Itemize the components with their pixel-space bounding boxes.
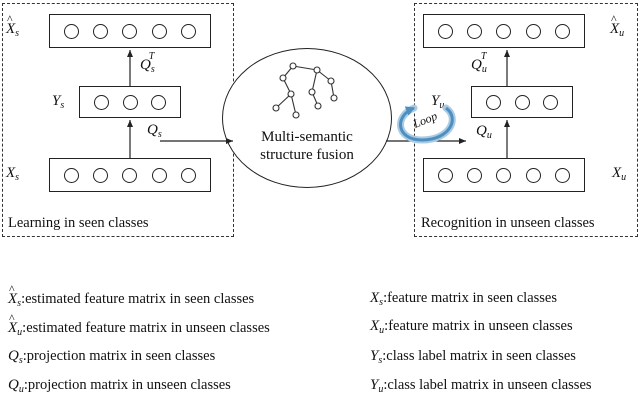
node (122, 94, 138, 110)
legend-xs-text: :feature matrix in seen classes (383, 290, 558, 306)
feature-layer-unseen (423, 158, 585, 192)
legend-ys-text: :class label matrix in seen classes (382, 348, 576, 364)
xu-hat-label: Xu (610, 13, 624, 39)
legend-xu: Xu:feature matrix in unseen classes (370, 318, 573, 336)
legend-xs-hat-text: :estimated feature matrix in seen classe… (21, 291, 255, 307)
estimated-feature-layer-seen (49, 14, 211, 48)
class-label-layer-seen (79, 86, 181, 118)
xs-hat-label: Xs (6, 13, 19, 39)
node (496, 23, 512, 39)
class-label-layer-unseen (471, 86, 573, 118)
ys-label: Ys (52, 93, 65, 111)
xu-label: Xu (612, 165, 627, 183)
legend-qu: Qu:projection matrix in unseen classes (8, 377, 231, 395)
loop-label: Loop (410, 109, 439, 132)
node (467, 23, 483, 39)
node (64, 23, 80, 39)
node (122, 167, 138, 183)
node (525, 167, 541, 183)
feature-layer-seen (49, 158, 211, 192)
node (93, 94, 109, 110)
node (438, 23, 454, 39)
node (496, 167, 512, 183)
qu-label: Qu (476, 123, 492, 141)
node (525, 23, 541, 39)
node (64, 167, 80, 183)
legend-qu-text: :projection matrix in unseen classes (23, 377, 231, 393)
node (485, 94, 501, 110)
node (467, 167, 483, 183)
node (151, 23, 167, 39)
xs-label: Xs (6, 165, 20, 183)
yu-label: Yu (431, 93, 445, 111)
seen-panel-caption: Learning in seen classes (8, 215, 149, 231)
qs-label: Qs (147, 122, 162, 140)
node (514, 94, 530, 110)
qs-transpose-label: QsT (140, 51, 155, 75)
node (180, 167, 196, 183)
legend-xs-hat: Xs:estimated feature matrix in seen clas… (8, 283, 255, 309)
fusion-label: Multi-semantic structure fusion (222, 128, 392, 164)
qu-transpose-label: QuT (471, 51, 487, 75)
legend-xu-hat: Xu:estimated feature matrix in unseen cl… (8, 312, 270, 338)
node (438, 167, 454, 183)
legend-qs-text: :projection matrix in seen classes (22, 348, 216, 364)
node (151, 167, 167, 183)
node (543, 94, 559, 110)
legend-xu-hat-text: :estimated feature matrix in unseen clas… (22, 320, 270, 336)
node (93, 167, 109, 183)
node (554, 23, 570, 39)
unseen-classes-panel (414, 3, 638, 237)
unseen-panel-caption: Recognition in unseen classes (421, 215, 595, 231)
node (151, 94, 167, 110)
legend-yu: Yu:class label matrix in unseen classes (370, 377, 592, 395)
fusion-ellipse (222, 48, 392, 188)
legend-qs: Qs:projection matrix in seen classes (8, 348, 216, 366)
estimated-feature-layer-unseen (423, 14, 585, 48)
node (180, 23, 196, 39)
legend-xs: Xs:feature matrix in seen classes (370, 290, 558, 308)
node (554, 167, 570, 183)
fusion-line2: structure fusion (260, 147, 354, 163)
legend-yu-text: :class label matrix in unseen classes (383, 377, 592, 393)
node (93, 23, 109, 39)
structure-tree-icon (272, 62, 338, 119)
legend-ys: Ys:class label matrix in seen classes (370, 348, 576, 366)
node (122, 23, 138, 39)
loop-arrow-icon (397, 104, 456, 144)
fusion-line1: Multi-semantic (261, 129, 353, 145)
legend-xu-text: :feature matrix in unseen classes (384, 318, 573, 334)
